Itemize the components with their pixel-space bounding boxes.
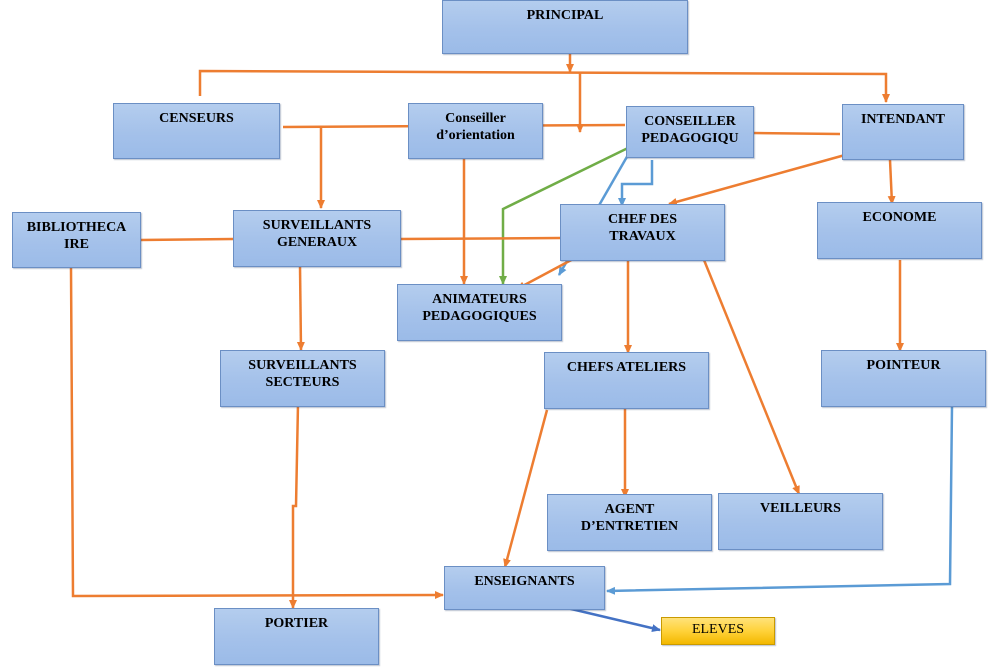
node-label: AGENT D’ENTRETIEN (580, 502, 679, 534)
node-censeurs: CENSEURS (113, 103, 280, 159)
connector (503, 409, 549, 568)
node-label: CHEFS ATELIERS (566, 360, 687, 375)
node-label: ENSEIGNANTS (474, 574, 575, 589)
node-label: BIBLIOTHECA IRE (26, 220, 127, 252)
node-label: Conseiller d’orientation (436, 111, 515, 143)
node-label: PRINCIPAL (526, 8, 604, 23)
node-label: SURVEILLANTS GENERAUX (262, 218, 372, 250)
node-econome: ECONOME (817, 202, 982, 259)
connector (139, 237, 234, 242)
connector (752, 131, 841, 136)
connector (69, 267, 444, 600)
node-conseiller-pedagogique: CONSEILLER PEDAGOGIQU (626, 106, 754, 158)
connector (198, 69, 890, 103)
connector (499, 145, 631, 285)
node-conseiller-orientation: Conseiller d’orientation (408, 103, 543, 159)
node-chef-des-travaux: CHEF DES TRAVAUX (560, 204, 725, 261)
node-surveillants-generaux: SURVEILLANTS GENERAUX (233, 210, 401, 267)
connector (296, 265, 305, 351)
node-label: POINTEUR (866, 358, 941, 373)
node-label: SURVEILLANTS SECTEURS (248, 358, 357, 390)
node-label: ECONOME (862, 210, 937, 225)
node-principal: PRINCIPAL (442, 0, 688, 54)
connector (606, 405, 954, 595)
node-label: VEILLEURS (760, 501, 841, 516)
connector (399, 236, 561, 241)
node-label: CENSEURS (159, 111, 234, 126)
node-label: CHEF DES TRAVAUX (607, 212, 678, 244)
node-label: PORTIER (264, 616, 329, 631)
node-eleves: ELEVES (661, 617, 775, 645)
node-label: ANIMATEURS PEDAGOGIQUES (422, 292, 537, 324)
connector (516, 256, 576, 291)
node-surveillants-secteurs: SURVEILLANTS SECTEURS (220, 350, 385, 407)
connector (702, 259, 801, 495)
node-chefs-ateliers: CHEFS ATELIERS (544, 352, 709, 409)
connector (618, 160, 654, 207)
node-veilleurs: VEILLEURS (718, 493, 883, 550)
node-animateurs-pedagogiques: ANIMATEURS PEDAGOGIQUES (397, 284, 562, 341)
node-agent-entretien: AGENT D’ENTRETIEN (547, 494, 712, 551)
node-label: INTENDANT (860, 112, 945, 127)
node-enseignants: ENSEIGNANTS (444, 566, 605, 610)
node-bibliothecaire: BIBLIOTHECA IRE (12, 212, 141, 268)
connector (289, 403, 300, 609)
node-intendant: INTENDANT (842, 104, 964, 160)
connector (668, 153, 846, 206)
node-pointeur: POINTEUR (821, 350, 986, 407)
connector (887, 159, 896, 205)
node-label: CONSEILLER PEDAGOGIQU (641, 114, 739, 146)
node-portier: PORTIER (214, 608, 379, 665)
node-label: ELEVES (691, 622, 745, 637)
connector (566, 606, 661, 633)
